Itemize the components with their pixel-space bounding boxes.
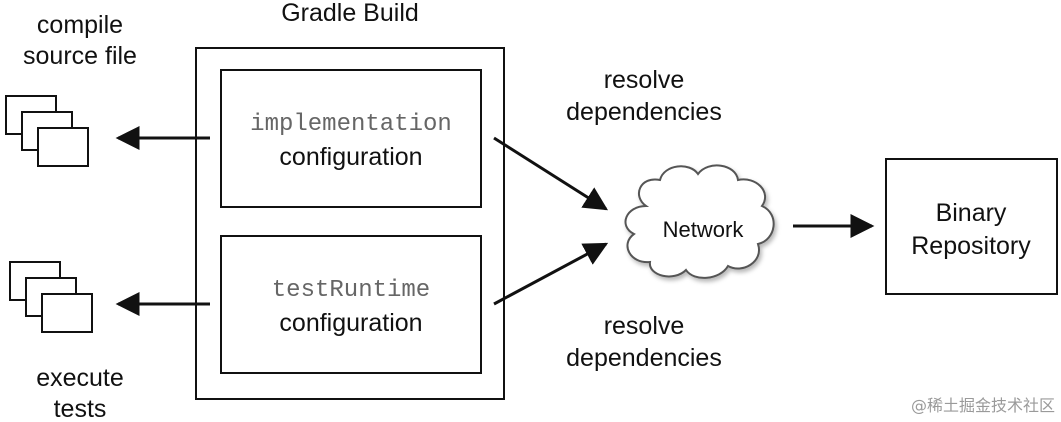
repository-label-line2: Repository — [911, 232, 1031, 260]
resolve-top-arrow — [493, 136, 609, 211]
implementation-config-box — [220, 69, 482, 208]
testruntime-config-kind: configuration — [279, 309, 422, 337]
network-label: Network — [663, 217, 745, 242]
gradle-build-title: Gradle Build — [281, 0, 419, 27]
compile-label-line2: source file — [23, 42, 137, 70]
execute-label-line2: tests — [54, 395, 107, 422]
binary-repository-box — [885, 158, 1058, 295]
network-cloud-icon — [624, 164, 775, 279]
resolve-top-line2: dependencies — [566, 98, 722, 126]
testruntime-config-box — [220, 235, 482, 374]
test-files-stack-icon — [9, 261, 93, 333]
compile-label-line1: compile — [37, 11, 123, 39]
source-files-stack-icon — [5, 95, 89, 167]
resolve-bottom-line1: resolve — [604, 312, 685, 340]
resolve-bottom-line2: dependencies — [566, 344, 722, 372]
repository-label-line1: Binary — [936, 199, 1007, 227]
execute-label-line1: execute — [36, 364, 124, 392]
testruntime-config-name: testRuntime — [272, 277, 430, 304]
watermark: @稀土掘金技术社区 — [911, 396, 1055, 415]
resolve-bottom-arrow — [493, 242, 609, 306]
implementation-config-name: implementation — [250, 111, 452, 138]
resolve-top-line1: resolve — [604, 66, 685, 94]
implementation-config-kind: configuration — [279, 143, 422, 171]
